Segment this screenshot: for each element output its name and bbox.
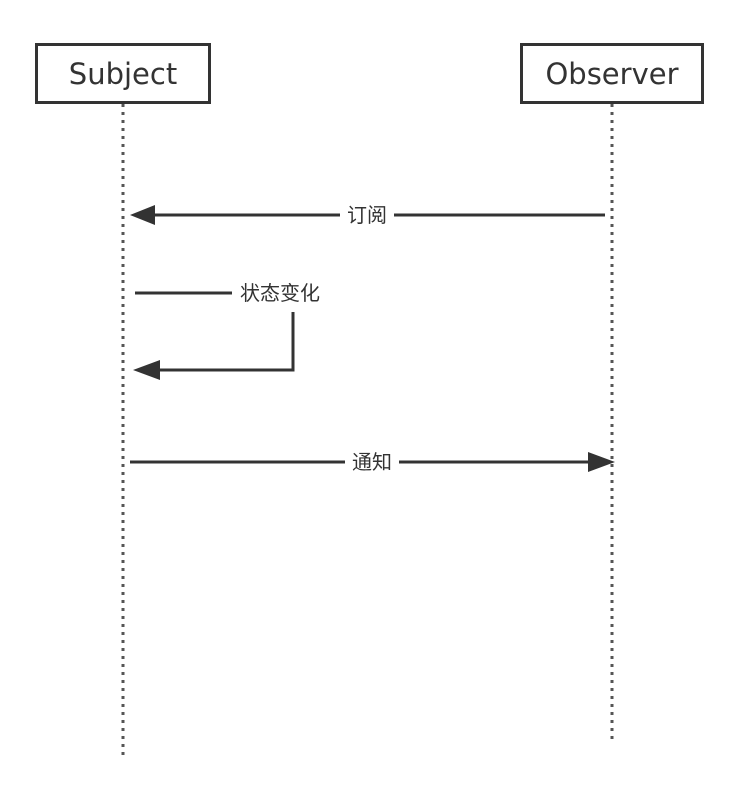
observer-actor-box: Observer [520,43,704,104]
state-change-label: 状态变化 [240,281,320,305]
notify-arrowhead [588,452,615,472]
notify-label: 通知 [352,450,392,474]
subject-actor-box: Subject [35,43,211,104]
subscribe-label: 订阅 [347,203,387,227]
observer-actor-label: Observer [545,56,679,91]
state-change-line-return [160,312,295,372]
notify-message: 通知 [130,449,615,475]
subscribe-message: 订阅 [130,202,605,228]
subscribe-arrowhead [130,205,155,225]
state-change-arrowhead [133,360,160,380]
state-change-message: 状态变化 [133,281,320,380]
subject-actor-label: Subject [68,56,178,91]
